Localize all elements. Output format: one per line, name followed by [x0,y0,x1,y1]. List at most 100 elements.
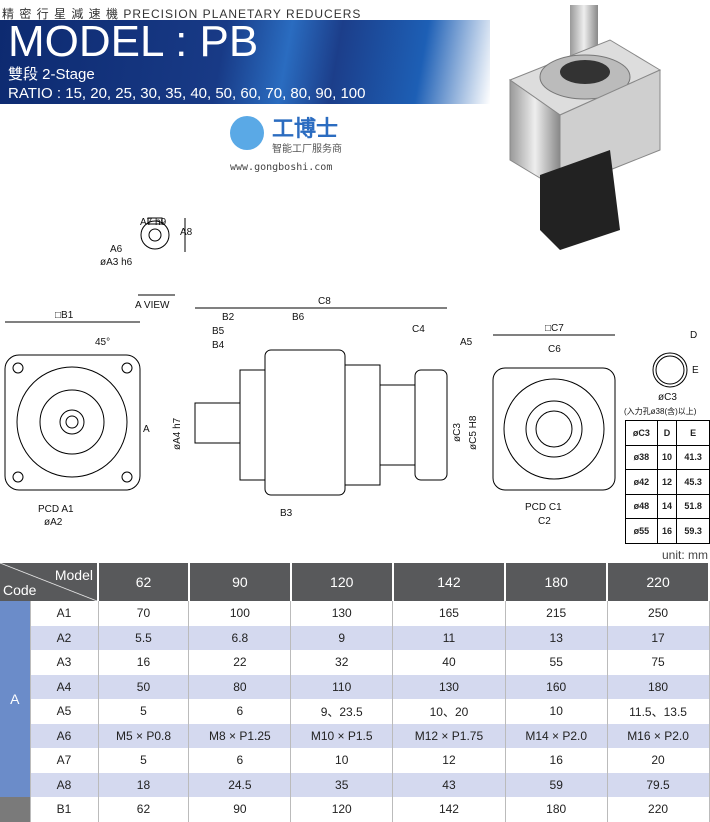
value-cell: 220 [607,797,710,822]
value-cell: 22 [188,650,292,675]
label-c6: C6 [548,344,561,355]
label-c2: C2 [538,516,551,527]
watermark-url: www.gongboshi.com [230,162,333,173]
group-b [0,797,31,822]
value-cell: 10 [290,748,394,773]
catalog-subtitle: 精 密 行 星 減 速 機 PRECISION PLANETARY REDUCE… [2,7,362,21]
label-pcd-c1: PCD C1 [525,502,562,513]
a-view-drawing: A7 h9 A8 A6 øA3 h6 A VIEW [100,217,193,311]
value-cell: 16 [98,650,190,675]
model-header: 220 [607,563,710,601]
unit-label: unit: mm [661,548,708,562]
value-cell: 80 [188,674,292,699]
value-cell: 70 [98,601,190,626]
value-cell: 5 [98,748,190,773]
label-angle: 45° [95,337,110,348]
value-cell: 142 [392,797,506,822]
label-b1: □B1 [55,310,74,321]
value-cell: 5 [98,699,190,724]
value-cell: 10 [505,699,608,724]
label-c8: C8 [318,296,331,307]
value-cell: 6 [188,699,292,724]
code-cell: A3 [30,650,99,675]
value-cell: 32 [290,650,394,675]
corner-code: Code [3,582,37,598]
value-cell: M14 × P2.0 [505,723,608,748]
value-cell: 9 [290,625,394,650]
label-a2: øA2 [44,517,63,528]
side-view-drawing: C8 B2 B6 B5 B4 C4 A5 øA4 h7 øC3 øC5 H8 B… [172,296,479,519]
value-cell: 250 [607,601,710,626]
value-cell: 180 [505,797,608,822]
value-cell: 79.5 [607,772,710,797]
value-cell: 215 [505,601,608,626]
label-b6: B6 [292,312,305,323]
value-cell: 90 [188,797,292,822]
ratio-list: RATIO : 15, 20, 25, 30, 35, 40, 50, 60, … [8,85,366,102]
value-cell: M10 × P1.5 [290,723,394,748]
group-a: A [0,601,31,797]
label-c5: øC5 H8 [468,415,479,450]
value-cell: 130 [290,601,394,626]
label-a3: øA3 h6 [100,257,133,268]
value-cell: 24.5 [188,772,292,797]
value-cell: M5 × P0.8 [98,723,190,748]
code-cell: A6 [30,723,99,748]
label-key-c3: øC3 [658,392,677,403]
code-cell: A5 [30,699,99,724]
label-a5: A5 [460,337,473,348]
corner-header: Model Code [0,563,99,601]
product-image [508,5,662,250]
label-a7: A7 h9 [140,217,167,228]
model-header: 180 [505,563,609,601]
title-banner [0,20,490,104]
code-cell: A4 [30,674,99,699]
value-cell: 43 [392,772,506,797]
model-header: 142 [392,563,507,601]
value-cell: 9、23.5 [290,699,394,724]
model-header: 62 [98,563,190,601]
code-cell: A7 [30,748,99,773]
label-a-view: A VIEW [135,300,170,311]
value-cell: 20 [607,748,710,773]
label-c4: C4 [412,324,425,335]
label-e: E [692,365,699,376]
value-cell: 180 [607,674,710,699]
label-c3: øC3 [452,423,463,442]
value-cell: 120 [290,797,394,822]
value-cell: 62 [98,797,190,822]
code-cell: A1 [30,601,99,626]
code-cell: A8 [30,772,99,797]
label-d: D [690,330,697,341]
technical-drawings: A7 h9 A8 A6 øA3 h6 A VIEW □B1 45° PCD A1… [4,217,699,528]
label-pcd-a1: PCD A1 [38,504,74,515]
value-cell: 40 [392,650,506,675]
label-b3: B3 [280,508,293,519]
front-view-drawing: □B1 45° PCD A1 øA2 A [4,310,150,528]
value-cell: 100 [188,601,292,626]
model-header: 120 [290,563,394,601]
value-cell: 11.5、13.5 [607,699,710,724]
value-cell: 6 [188,748,292,773]
value-cell: 50 [98,674,190,699]
label-b4: B4 [212,340,225,351]
label-a6: A6 [110,244,123,255]
code-cell: B1 [30,797,99,822]
value-cell: M12 × P1.75 [392,723,506,748]
value-cell: 13 [505,625,608,650]
keyway-note: (入力孔ø38(含)以上) [624,406,697,416]
label-a4: øA4 h7 [172,417,183,450]
value-cell: M16 × P2.0 [607,723,710,748]
value-cell: 160 [505,674,608,699]
mascot-icon [230,116,264,150]
value-cell: 55 [505,650,608,675]
value-cell: 12 [392,748,506,773]
label-b2: B2 [222,312,235,323]
